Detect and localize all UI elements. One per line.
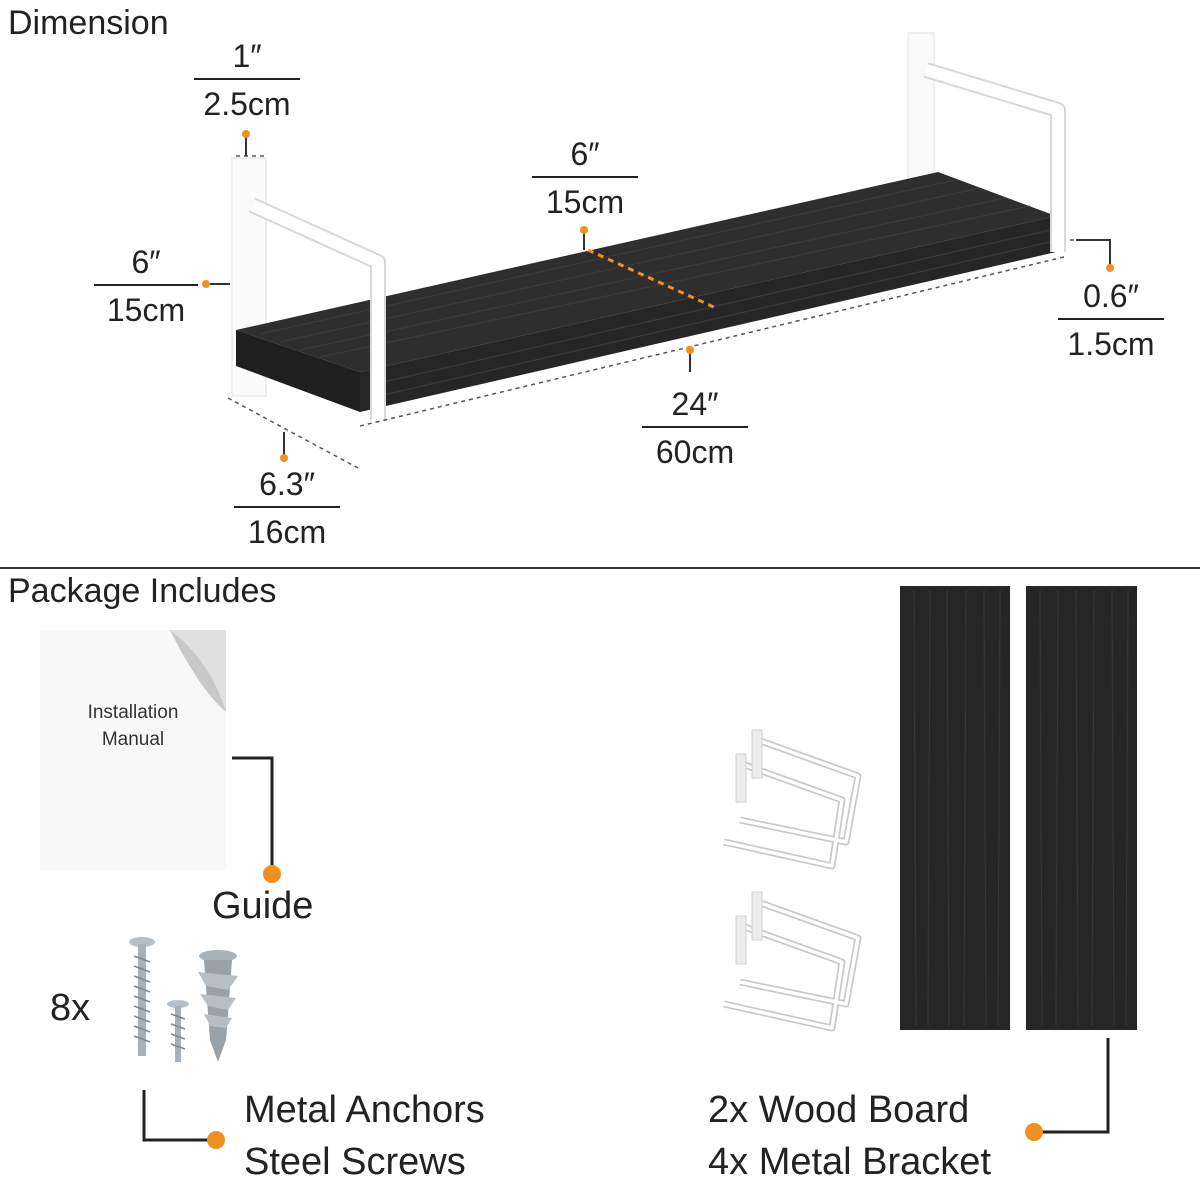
dim-bracket-height: 6″ 15cm xyxy=(94,246,198,326)
measure-dots xyxy=(202,130,1114,462)
wood-board-2 xyxy=(1026,586,1137,1030)
board-front-face xyxy=(360,216,1056,412)
left-bracket-arm xyxy=(249,199,384,420)
board-side-face xyxy=(236,330,360,412)
guide-dot xyxy=(263,865,281,883)
screw-long-icon xyxy=(129,937,155,1056)
dim-board-depth: 6″ 15cm xyxy=(532,138,638,218)
hardware-label: Metal Anchors Steel Screws xyxy=(244,1084,485,1189)
package-title: Package Includes xyxy=(8,572,277,610)
manual-line-2: Manual xyxy=(101,728,165,750)
dim-board-thickness: 0.6″ 1.5cm xyxy=(1058,280,1164,360)
hardware-connector xyxy=(142,1090,210,1142)
dim-board-length: 24″ 60cm xyxy=(642,388,748,468)
board-top-face xyxy=(236,172,1056,372)
board-grain xyxy=(913,589,1129,1027)
boards-label-line-2: 4x Metal Bracket xyxy=(708,1141,991,1184)
dim-bracket-depth: 6.3″ 16cm xyxy=(234,468,340,548)
right-bracket-arm xyxy=(924,64,1064,252)
depth-guide-line xyxy=(587,248,717,310)
wall-anchor-icon xyxy=(198,950,238,1062)
boards-label: 2x Wood Board 4x Metal Bracket xyxy=(708,1084,991,1189)
dim-bracket-thickness: 1″ 2.5cm xyxy=(194,40,300,120)
manual-page-curl xyxy=(170,630,226,712)
dimension-title: Dimension xyxy=(8,4,169,42)
manual-line-1: Installation xyxy=(87,702,179,723)
hardware-label-line-1: Metal Anchors xyxy=(244,1089,485,1131)
hardware-dot xyxy=(207,1131,225,1149)
guide-connector xyxy=(232,756,274,872)
hardware-label-line-2: Steel Screws xyxy=(244,1141,466,1184)
guide-label: Guide xyxy=(212,885,314,927)
boards-label-line-1: 2x Wood Board xyxy=(708,1089,970,1131)
right-bracket-plate xyxy=(907,32,935,194)
boards-connector xyxy=(1040,1038,1110,1134)
wood-board-1 xyxy=(900,586,1010,1030)
screw-short-icon xyxy=(167,1000,189,1062)
manual-card-text: Installation Manual xyxy=(40,700,226,753)
hardware-count: 8x xyxy=(50,987,91,1029)
boards-dot xyxy=(1025,1123,1043,1141)
